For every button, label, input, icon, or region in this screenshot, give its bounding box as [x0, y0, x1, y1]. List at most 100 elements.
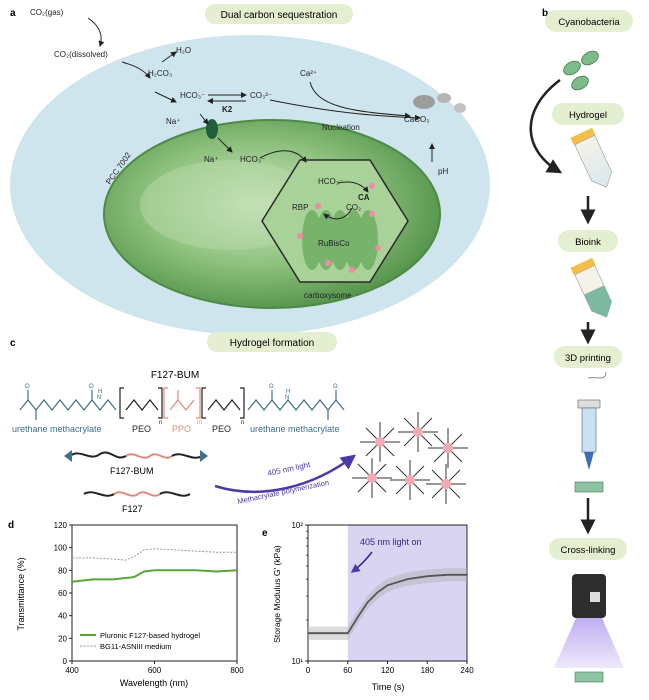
chain-f127 — [83, 491, 115, 497]
label-nucleation: Nucleation — [322, 123, 360, 132]
ytick-label-e-1: 10² — [291, 521, 303, 530]
step-label-5: Cross-linking — [561, 545, 616, 556]
xtick-label-e-2: 120 — [381, 666, 395, 675]
sub-n-left: n — [159, 420, 162, 426]
atom-h-left: H — [98, 389, 102, 395]
chain-bum-end — [171, 453, 203, 459]
step-pill-4 — [554, 346, 622, 368]
label-caco3: CaCO₃ — [404, 115, 429, 124]
curve-arrow — [529, 79, 563, 174]
label-h2co3: H₂CO₃ — [148, 69, 172, 78]
light-label: 405 nm light — [267, 460, 312, 478]
label-co2-dissolved: CO₂(dissolved) — [54, 50, 108, 59]
label-na-bottom: Na⁺ — [204, 155, 218, 164]
label-cb-co2: CO₂ — [346, 203, 361, 212]
chain-bum-label: F127-BUM — [110, 466, 154, 476]
plot-e-light-region — [347, 525, 467, 661]
plot-d-xlabel: Wavelength (nm) — [120, 678, 188, 688]
structure-peo-right — [201, 387, 245, 419]
plot-e-series — [308, 568, 467, 640]
plot-d-series — [71, 548, 238, 583]
xtick-label-e-0: 0 — [306, 666, 311, 675]
ytick-label-d-3: 60 — [58, 589, 67, 598]
atom-h-right: H — [286, 389, 290, 395]
label-ca: Ca²⁺ — [300, 69, 317, 78]
label-ca-enzyme: CA — [358, 193, 370, 202]
enzyme-dots — [297, 183, 381, 273]
label-co3: CO₃²⁻ — [250, 91, 272, 100]
panel-c-letter: c — [10, 338, 16, 349]
xtick-label-e-1: 60 — [343, 666, 352, 675]
step-pill-2 — [552, 103, 624, 125]
label-urethane-left: urethane methacrylate — [12, 424, 102, 434]
series-e-line — [308, 573, 467, 635]
ytick-label-d-4: 80 — [58, 566, 67, 575]
atom-o-3: O — [269, 384, 274, 390]
atom-n-left: N — [97, 395, 101, 401]
atom-o-4: O — [333, 384, 338, 390]
ytick-label-d-2: 40 — [58, 612, 67, 621]
step-label-4: 3D printing — [565, 353, 611, 364]
atom-o-2: O — [89, 384, 94, 390]
panel-a-title: Dual carbon sequestration — [221, 10, 338, 21]
label-h2o: H₂O — [176, 46, 191, 55]
label-ph: pH — [438, 167, 448, 176]
syringe-icon — [574, 371, 607, 493]
tube-icon — [570, 127, 612, 188]
label-ppo: PPO — [172, 424, 191, 434]
plot-d-frame — [71, 524, 238, 662]
plot-e-ylabel: Storage Modulus G' (kPa) — [272, 545, 282, 643]
panel-d-letter: d — [8, 520, 14, 531]
caco3-particles — [413, 93, 466, 113]
structure-ppo — [163, 387, 201, 419]
label-peo-left: PEO — [132, 424, 151, 434]
structure-left — [19, 390, 117, 420]
xtick-label-d-2: 800 — [230, 666, 244, 675]
panel-a-title-pill — [205, 4, 353, 24]
panel-a-letter: a — [10, 8, 16, 19]
ytick-label-d-0: 0 — [63, 657, 68, 666]
label-carboxysome: carboxysome — [304, 291, 352, 300]
legend-d-label-1: Pluronic F127-based hydrogel — [100, 631, 200, 640]
chain-bum — [69, 451, 127, 459]
structure-peo-left — [119, 387, 163, 419]
step-pill-3 — [558, 230, 618, 252]
chain-f127-ppo — [113, 491, 161, 497]
label-rbp: RBP — [292, 203, 308, 212]
chain-f127-label: F127 — [122, 504, 143, 514]
label-k2: K2 — [222, 105, 233, 114]
plot-d-xticks: 400 600 800 — [65, 661, 244, 675]
structure-right — [247, 390, 345, 420]
xtick-label-e-3: 180 — [421, 666, 435, 675]
plot-e-annotation: 405 nm light on — [360, 537, 422, 547]
micelle-network — [352, 412, 468, 504]
xtick-label-d-1: 600 — [148, 666, 162, 675]
label-cb-hco3: HCO₃⁻ — [318, 177, 343, 186]
panel-c-title-pill — [207, 332, 337, 352]
xtick-label-d-0: 400 — [65, 666, 79, 675]
plot-d-ylabel: Transmittance (%) — [16, 557, 26, 630]
series-d-line-0 — [71, 569, 238, 583]
uv-lamp-icon — [554, 574, 624, 683]
cyanobacteria-icon — [563, 50, 599, 91]
xtick-label-e-4: 240 — [460, 666, 474, 675]
series-d-line-1 — [72, 548, 237, 561]
chain-bum-cap-left — [64, 450, 72, 462]
chain-bum-cap-right — [200, 450, 208, 462]
sub-m: m — [197, 420, 202, 426]
step-pill-1 — [545, 10, 633, 32]
reaction-arrows — [87, 17, 435, 220]
rubisco-stack — [302, 210, 378, 270]
label-peo-right: PEO — [212, 424, 231, 434]
panel-b: b Cyanobacteria Hydrogel Bioink 3D print… — [529, 8, 633, 683]
step-label-1: Cyanobacteria — [558, 17, 620, 28]
light-arrow — [214, 454, 356, 493]
panel-a: a Dual carbon sequestration — [10, 4, 490, 335]
step-pill-5 — [549, 538, 627, 560]
legend-d-label-2: BG11-ASNIII medium — [100, 642, 172, 651]
label-urethane-right: urethane methacrylate — [250, 424, 340, 434]
